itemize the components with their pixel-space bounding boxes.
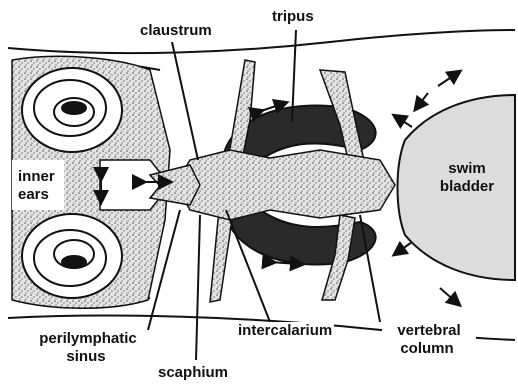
lower-inner-ear xyxy=(22,214,122,298)
label-tripus: tripus xyxy=(272,8,314,25)
ossicles xyxy=(150,60,395,302)
label-scaphium: scaphium xyxy=(158,364,228,381)
label-swim-bladder-line2: bladder xyxy=(432,178,502,195)
label-vertebral-line2: column xyxy=(382,340,472,357)
label-perilymphatic-line2: sinus xyxy=(30,348,142,365)
lower-otolith xyxy=(62,256,86,268)
label-inner-ears-line2: ears xyxy=(18,186,49,203)
label-perilymphatic-line1: perilymphatic xyxy=(30,330,146,347)
upper-otolith xyxy=(62,102,86,114)
label-swim-bladder-line1: swim xyxy=(432,160,502,177)
label-intercalarium: intercalarium xyxy=(236,322,334,339)
vertebral-body xyxy=(175,150,395,220)
label-inner-ears-line1: inner xyxy=(18,168,55,185)
label-vertebral-line1: vertebral xyxy=(382,322,476,339)
label-claustrum: claustrum xyxy=(140,22,212,39)
upper-inner-ear xyxy=(22,68,122,152)
